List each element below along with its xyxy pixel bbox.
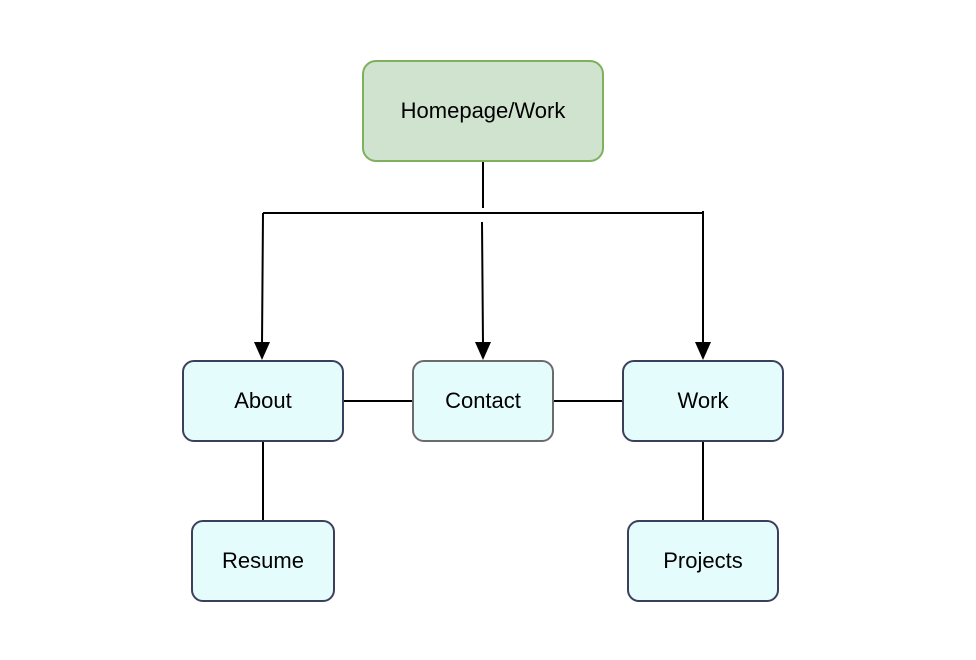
node-work-label: Work — [677, 388, 729, 413]
node-homepage-work[interactable]: Homepage/Work — [362, 60, 604, 162]
node-about-label: About — [234, 388, 292, 413]
node-about[interactable]: About — [182, 360, 344, 442]
node-contact-label: Contact — [445, 388, 521, 413]
arrowhead-work — [695, 342, 711, 360]
arrowhead-contact — [475, 342, 491, 360]
arrow-home-to-about — [261, 212, 264, 345]
node-resume[interactable]: Resume — [191, 520, 335, 602]
arrow-home-to-contact — [481, 221, 484, 345]
node-resume-label: Resume — [222, 548, 304, 573]
node-contact[interactable]: Contact — [412, 360, 554, 442]
node-projects-label: Projects — [663, 548, 743, 573]
node-homepage-work-label: Homepage/Work — [400, 98, 566, 123]
node-projects[interactable]: Projects — [627, 520, 779, 602]
arrowhead-about — [254, 342, 270, 360]
node-work[interactable]: Work — [622, 360, 784, 442]
